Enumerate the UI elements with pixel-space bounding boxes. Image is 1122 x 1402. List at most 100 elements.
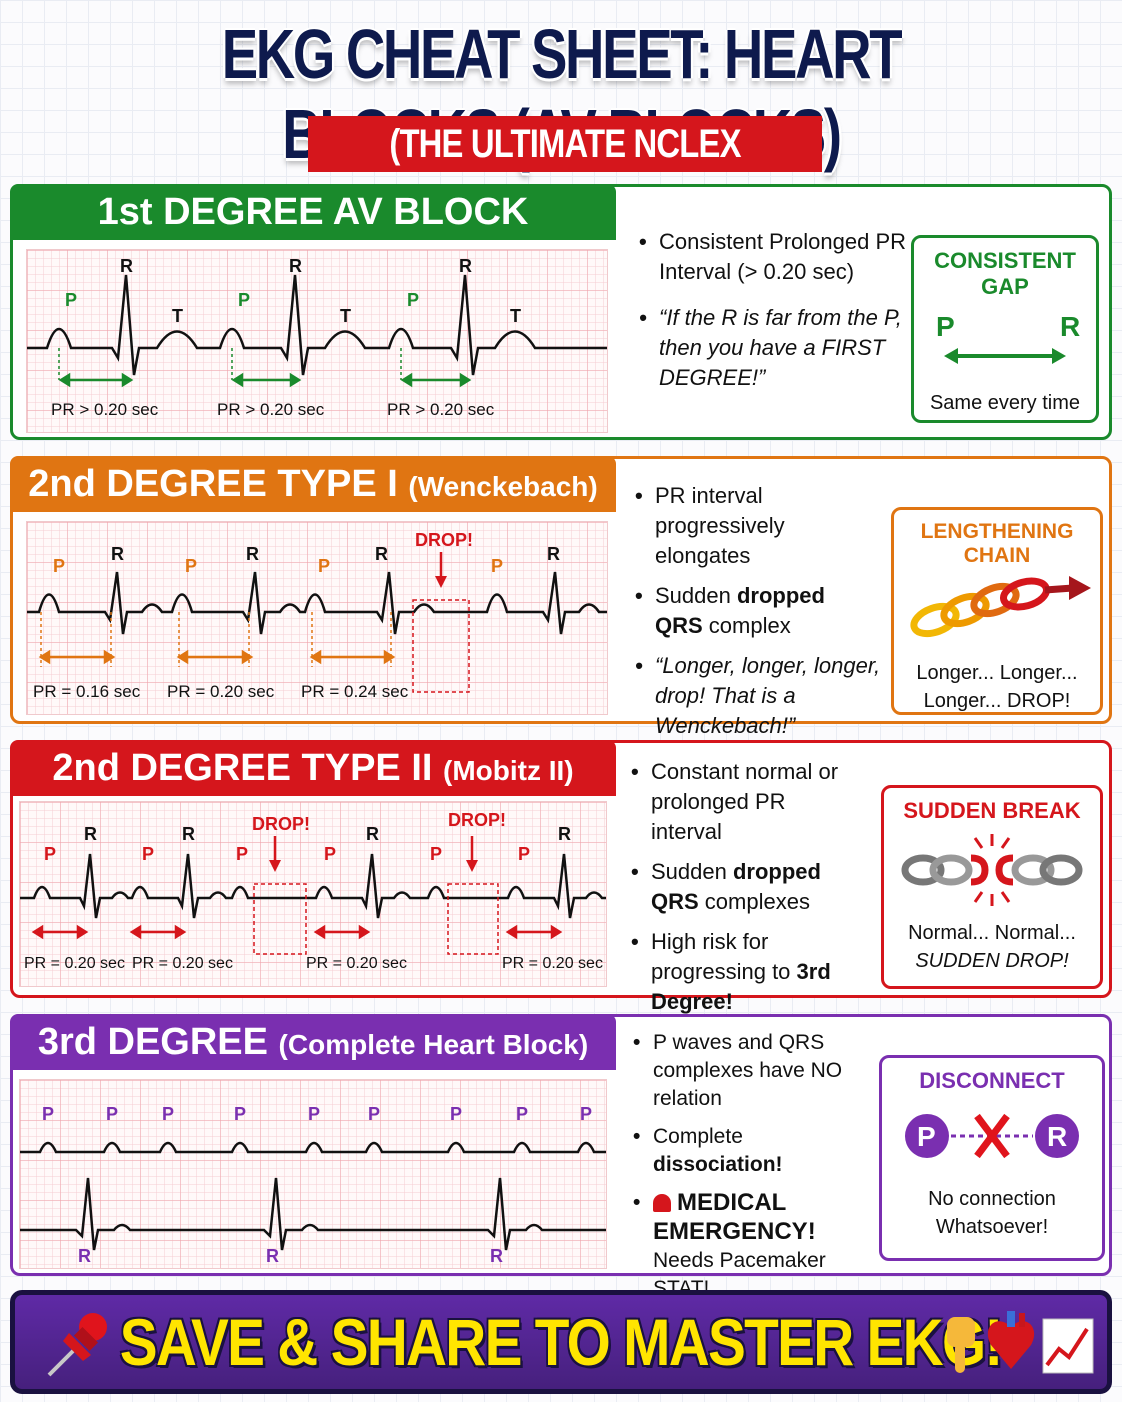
- pointing-down-icon: [947, 1317, 975, 1373]
- drop-label: DROP!: [252, 814, 310, 834]
- ekg-waveform: P P P P R R R R DROP!: [27, 530, 607, 701]
- bullet-quote: “Longer, longer, longer, drop! That is a…: [635, 651, 885, 741]
- r-wave-label: R: [459, 256, 472, 276]
- callout-box: LENGTHENING CHAIN Longer... Longer... Lo…: [891, 507, 1103, 715]
- bullet-list: P waves and QRS complexes have NO relati…: [633, 1029, 873, 1313]
- p-wave-label: P: [318, 556, 330, 576]
- section-heading: 2nd DEGREE TYPE II (Mobitz II): [10, 740, 616, 796]
- r-wave-label: R: [266, 1246, 279, 1266]
- ekg-waveform: P P P R R R T T T: [27, 256, 607, 419]
- p-wave-label: P: [53, 556, 65, 576]
- p-wave-label: P: [580, 1104, 592, 1124]
- t-wave-label: T: [340, 306, 351, 326]
- dropped-beat-box: [253, 883, 307, 955]
- callout-title: SUDDEN BREAK: [903, 798, 1081, 823]
- section-heading: 3rd DEGREE (Complete Heart Block): [10, 1014, 616, 1070]
- r-wave-label: R: [84, 824, 97, 844]
- bullet-item: Consistent Prolonged PR Interval (> 0.20…: [639, 227, 909, 287]
- callout-box: CONSISTENT GAP P R Same every time: [911, 235, 1099, 423]
- drop-label: DROP!: [415, 530, 473, 550]
- r-wave-label: R: [246, 544, 259, 564]
- p-wave-label: P: [324, 844, 336, 864]
- ekg-trace: [27, 274, 607, 376]
- svg-text:P: P: [917, 1121, 936, 1152]
- pr-interval-label: PR = 0.24 sec: [301, 682, 409, 701]
- pr-interval-label: PR > 0.20 sec: [51, 400, 159, 419]
- callout-note: Normal... Normal...: [908, 922, 1076, 944]
- r-wave-label: R: [547, 544, 560, 564]
- p-wave-label: P: [450, 1104, 462, 1124]
- r-wave-label: R: [490, 1246, 503, 1266]
- p-wave-label: P: [65, 290, 77, 310]
- callout-note: SUDDEN DROP!: [915, 950, 1069, 972]
- p-wave-label: P: [106, 1104, 118, 1124]
- section-second-degree-type-1: 2nd DEGREE TYPE I (Wenckebach) P P P P R…: [10, 456, 1112, 738]
- callout-note: Longer... DROP!: [923, 690, 1071, 712]
- p-wave-trace: [20, 1141, 606, 1154]
- callout-box: SUDDEN BREAK Normal... Normal... SUDDEN …: [881, 785, 1103, 989]
- anatomical-heart-icon: [987, 1311, 1035, 1369]
- svg-text:R: R: [1047, 1121, 1067, 1152]
- ekg-strip: P P P P P P P P P R R R: [19, 1079, 607, 1269]
- broken-chain-icon: [901, 834, 1083, 906]
- pushpin-icon: [47, 1313, 107, 1377]
- callout-note: Longer... Longer...: [916, 662, 1078, 684]
- pr-interval-label: PR = 0.16 sec: [33, 682, 141, 701]
- double-arrow-icon: P R: [936, 311, 1080, 364]
- bullet-item: Constant normal or prolonged PR interval: [631, 757, 861, 847]
- dropped-beat-box: [447, 883, 499, 955]
- banner-text: SAVE & SHARE TO MASTER EKG!: [120, 1305, 1004, 1379]
- svg-text:R: R: [1060, 311, 1080, 342]
- page-subtitle: (THE ULTIMATE NCLEX GUIDE): [308, 116, 822, 222]
- p-wave-label: P: [236, 844, 248, 864]
- r-wave-label: R: [111, 544, 124, 564]
- bullet-list: Constant normal or prolonged PR interval…: [631, 757, 861, 1027]
- callout-note: No connection: [928, 1188, 1056, 1210]
- callout-title: CONSISTENT GAP: [934, 248, 1076, 299]
- p-wave-label: P: [430, 844, 442, 864]
- section-third-degree: 3rd DEGREE (Complete Heart Block) P P P …: [10, 1014, 1112, 1300]
- r-wave-label: R: [375, 544, 388, 564]
- bullet-quote: “If the R is far from the P, then you ha…: [639, 303, 909, 393]
- bullet-item: Complete dissociation!: [633, 1123, 873, 1179]
- siren-icon: [653, 1194, 671, 1212]
- x-mark-icon: P R: [905, 1113, 1079, 1159]
- ekg-strip: P P P P R R R R DROP!: [26, 521, 608, 715]
- section-heading: 1st DEGREE AV BLOCK: [10, 184, 616, 240]
- banner-emoji-icons: [947, 1311, 1094, 1374]
- p-wave-label: P: [238, 290, 250, 310]
- ekg-waveform: P P P P P P P P P R R R: [20, 1104, 606, 1266]
- section-heading: 2nd DEGREE TYPE I (Wenckebach): [10, 456, 616, 512]
- r-wave-label: R: [366, 824, 379, 844]
- p-wave-label: P: [516, 1104, 528, 1124]
- section-first-degree: 1st DEGREE AV BLOCK P P P R R R T T T: [10, 184, 1112, 440]
- r-wave-label: R: [78, 1246, 91, 1266]
- p-wave-label: P: [368, 1104, 380, 1124]
- qrs-trace: [20, 1177, 606, 1251]
- callout-box: DISCONNECT P R No connection Whatsoever!: [879, 1055, 1105, 1261]
- chain-icon: [910, 576, 1091, 638]
- callout-note: Whatsoever!: [935, 1216, 1049, 1238]
- dropped-beat-box: [412, 599, 470, 693]
- ekg-strip: P P P R R R T T T: [26, 249, 608, 433]
- p-wave-label: P: [42, 1104, 54, 1124]
- svg-text:P: P: [936, 311, 955, 342]
- callout-note: Same every time: [929, 392, 1081, 414]
- pr-interval-label: PR = 0.20 sec: [306, 955, 407, 972]
- p-wave-label: P: [407, 290, 419, 310]
- bullet-item: P waves and QRS complexes have NO relati…: [633, 1029, 873, 1113]
- r-wave-label: R: [120, 256, 133, 276]
- bullet-list: Consistent Prolonged PR Interval (> 0.20…: [639, 227, 909, 403]
- bottom-banner: SAVE & SHARE TO MASTER EKG!: [10, 1290, 1112, 1394]
- p-wave-label: P: [44, 844, 56, 864]
- pr-interval-label: PR > 0.20 sec: [217, 400, 325, 419]
- ekg-trace: [20, 853, 606, 919]
- callout-title: DISCONNECT: [919, 1068, 1065, 1093]
- p-wave-label: P: [142, 844, 154, 864]
- t-wave-label: T: [510, 306, 521, 326]
- r-wave-label: R: [558, 824, 571, 844]
- bullet-item: High risk for progressing to 3rd Degree!: [631, 927, 861, 1017]
- pr-interval-label: PR > 0.20 sec: [387, 400, 495, 419]
- drop-label: DROP!: [448, 810, 506, 830]
- pr-interval-label: PR = 0.20 sec: [167, 682, 275, 701]
